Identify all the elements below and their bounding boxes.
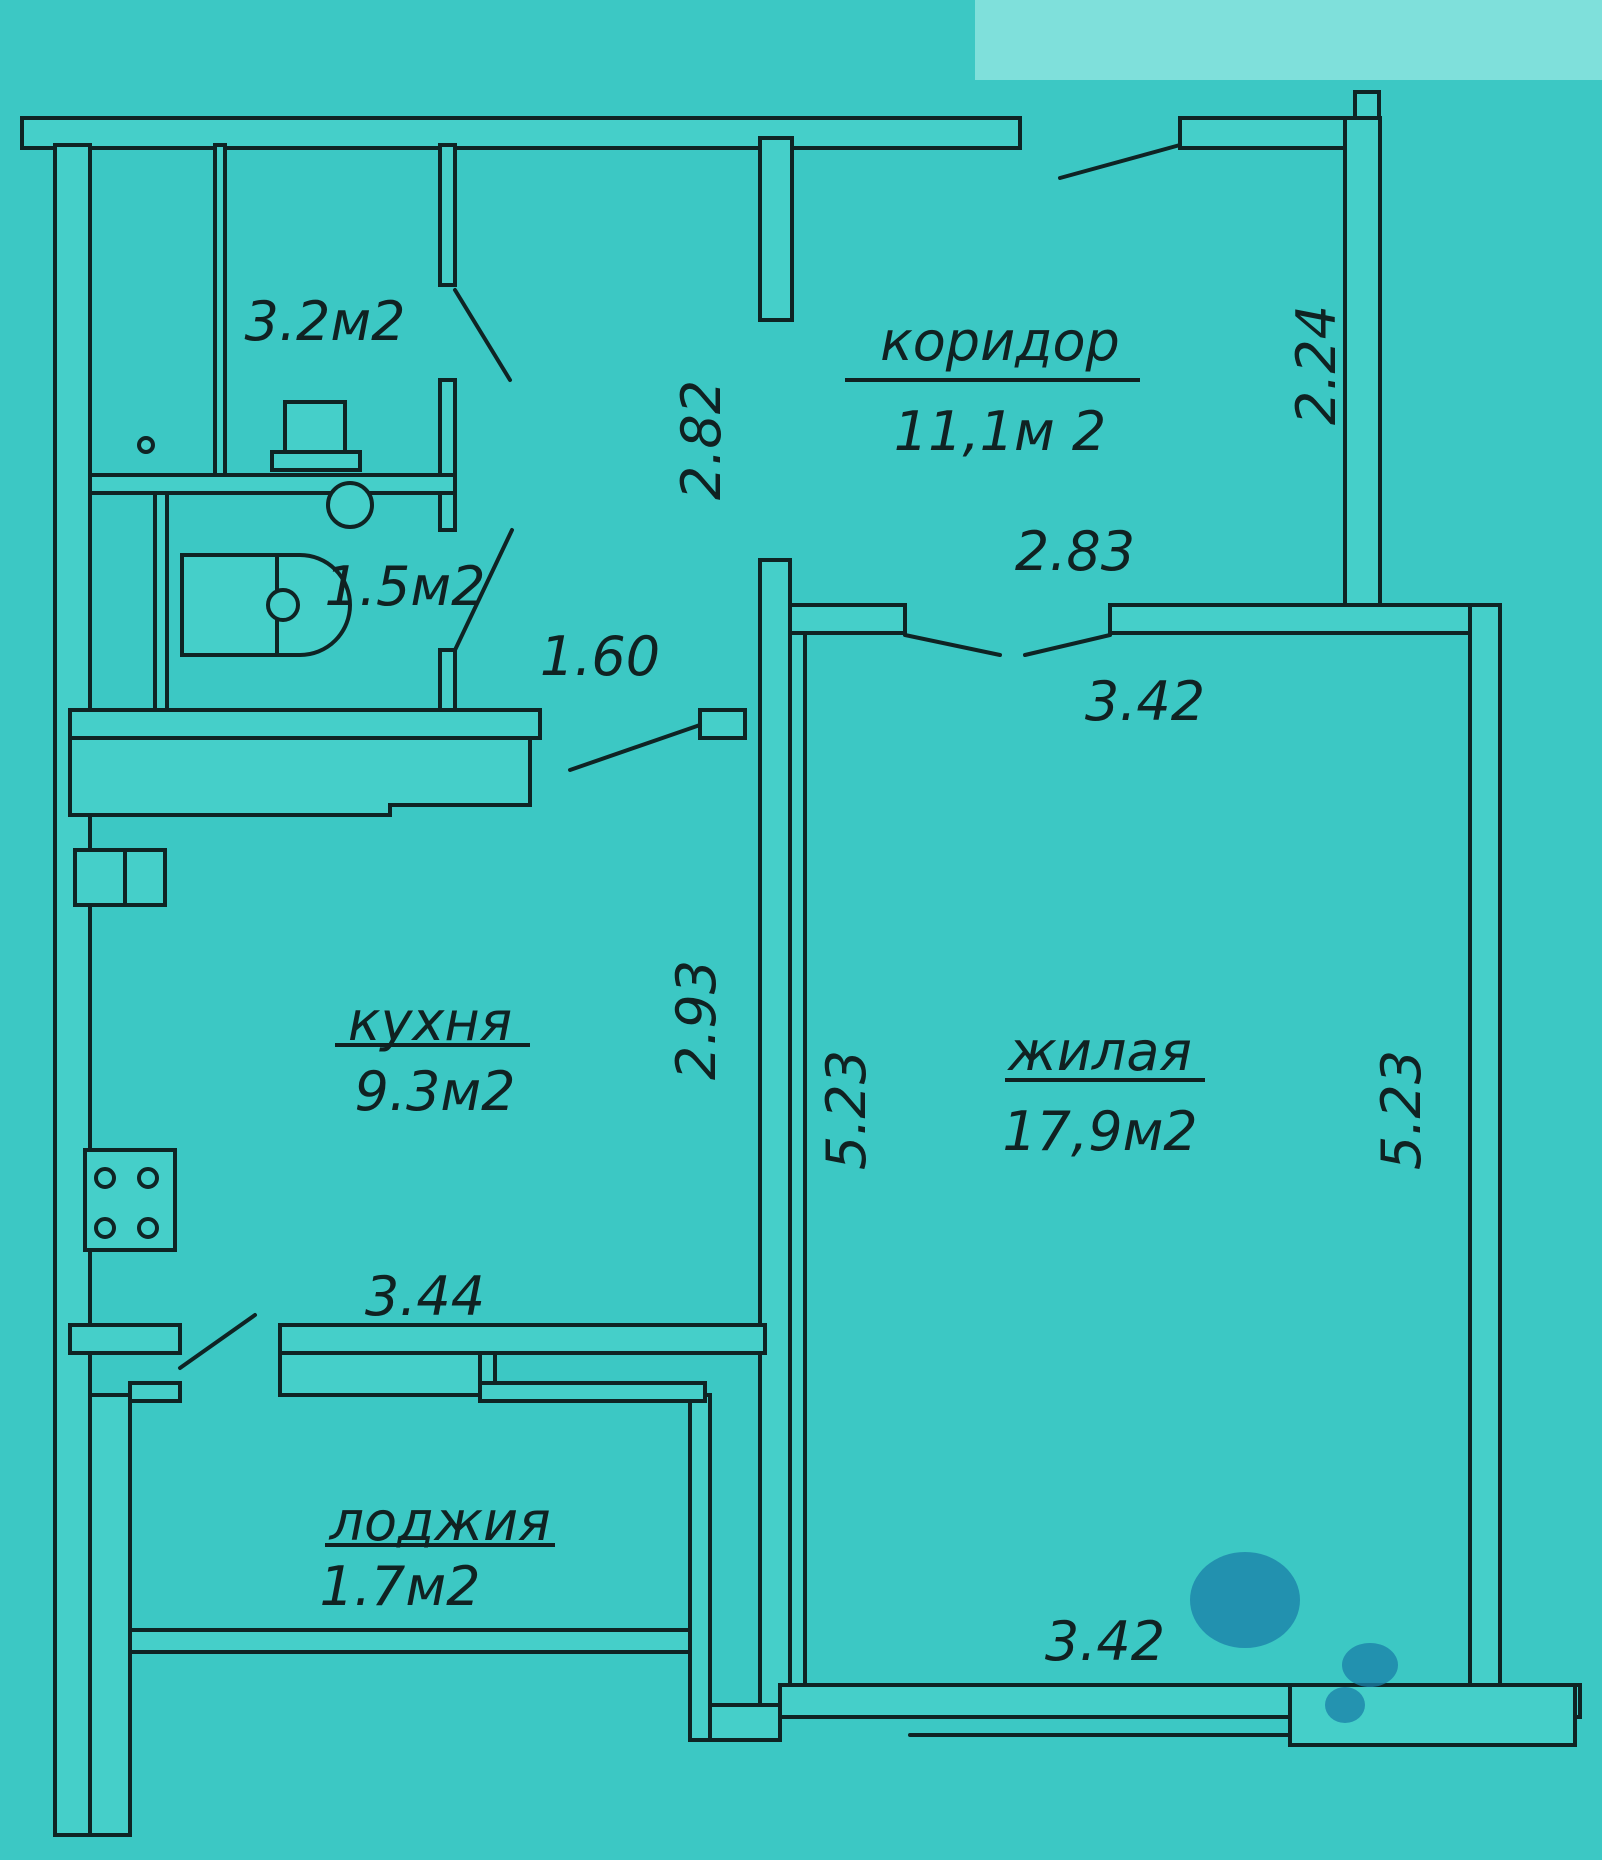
wall-kitchen-block — [68, 736, 532, 817]
wall-living-left-outer — [758, 558, 792, 1712]
kitchen-name: кухня — [348, 990, 512, 1053]
door-toilet — [453, 528, 514, 652]
dim-living-top: 3.42 — [1085, 670, 1205, 733]
wall-bath-inner — [213, 143, 227, 477]
wall-kitchen-bottom-right — [278, 1323, 767, 1355]
wall-living-right — [1468, 603, 1502, 1692]
dim-hall-width: 1.60 — [540, 625, 660, 688]
wall-bath-top-stub — [438, 143, 457, 287]
dimension-labels: 2.82 2.24 2.83 1.60 3.42 5.23 5.23 3.42 … — [365, 305, 1433, 1673]
door-loggia — [178, 1313, 257, 1370]
wall-hall-stub — [698, 708, 747, 740]
doors — [178, 143, 1182, 1370]
door-entrance — [1058, 143, 1182, 180]
stove-icon — [83, 1148, 177, 1252]
loggia-balustrade — [128, 1628, 692, 1654]
wall-corridor-stub — [758, 136, 794, 322]
wall-living-top-right — [1108, 603, 1492, 635]
wall-top-right — [1178, 116, 1362, 150]
dim-living-right: 5.23 — [1370, 1050, 1433, 1170]
living-area: 17,9м2 — [1002, 1100, 1197, 1163]
dim-living-bottom: 3.42 — [1045, 1610, 1165, 1673]
bathroom-area: 3.2м2 — [245, 290, 406, 353]
wall-bath-right — [438, 378, 457, 532]
ink-stain — [1190, 1552, 1398, 1723]
wall-loggia-top — [478, 1381, 707, 1403]
kitchen-area: 9.3м2 — [355, 1060, 516, 1123]
dim-living-left: 5.23 — [815, 1050, 878, 1170]
door-living-right — [1023, 633, 1112, 657]
dim-corridor-width: 2.83 — [1015, 520, 1135, 583]
washbasin-icon — [270, 400, 362, 472]
corridor-area: 11,1м 2 — [894, 400, 1107, 463]
washbasin-tap — [326, 481, 374, 529]
paper-corner — [975, 0, 1602, 80]
wall-kitchen-bottom-left — [68, 1323, 182, 1355]
loggia-name: лоджия — [328, 1490, 550, 1553]
wall-loggia-window-left — [278, 1351, 482, 1397]
wall-loggia-top-left — [128, 1381, 182, 1403]
dim-kitchen-height: 2.93 — [665, 960, 728, 1080]
wall-loggia-right — [688, 1393, 712, 1742]
drain-icon — [137, 436, 155, 454]
door-living-left — [903, 633, 1002, 657]
wall-kitchen-top — [68, 708, 542, 740]
dim-kitchen-width: 3.44 — [365, 1265, 485, 1328]
room-labels: коридор 11,1м 2 кухня 9.3м2 жилая 17,9м2… — [245, 290, 1205, 1618]
dim-corridor-right: 2.24 — [1285, 305, 1348, 425]
wall-living-top-left — [788, 603, 907, 635]
door-kitchen — [568, 723, 702, 772]
dim-corridor-height: 2.82 — [670, 380, 733, 500]
door-bathroom — [453, 288, 512, 382]
living-name: жилая — [1006, 1020, 1192, 1083]
wall-living-left-inner — [788, 631, 807, 1700]
toilet-area: 1.5м2 — [325, 555, 486, 618]
loggia-area: 1.7м2 — [320, 1555, 481, 1618]
wall-toilet-left — [153, 491, 169, 720]
wall-bath-bottom — [88, 473, 457, 495]
corridor-name: коридор — [880, 310, 1120, 373]
toilet-icon — [180, 553, 352, 657]
wall-loggia-left — [88, 1393, 132, 1837]
fixtures — [73, 400, 374, 1252]
wall-left — [53, 143, 92, 1837]
sink-icon — [73, 848, 167, 907]
wall-top — [20, 116, 1022, 150]
wall-corridor-right — [1343, 116, 1382, 610]
